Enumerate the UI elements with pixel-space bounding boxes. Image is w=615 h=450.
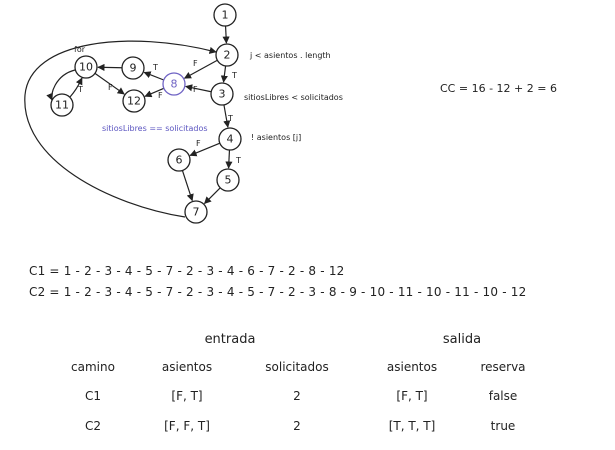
node-9 — [121, 56, 145, 80]
node-2 — [215, 43, 239, 67]
node-7 — [184, 200, 208, 224]
node-label-12: 12 — [127, 95, 141, 108]
header-camino: camino — [71, 360, 115, 374]
path-c2: C2 = 1 - 2 - 3 - 4 - 5 - 7 - 2 - 3 - 4 -… — [29, 285, 527, 299]
edge-10-12 — [94, 72, 125, 95]
node-label-2: 2 — [224, 49, 231, 62]
node-3 — [210, 82, 234, 106]
annotation-node8: sitiosLibres == solicitados — [102, 124, 208, 133]
annotation-node2: j < asientos . length — [249, 51, 331, 60]
row-c1-reserva: false — [488, 389, 518, 403]
edge-11-10 — [69, 77, 83, 98]
node-8 — [162, 72, 186, 96]
node-10 — [74, 55, 98, 79]
node-label-11: 11 — [55, 99, 69, 112]
row-c1-asientos-in: [F, T] — [171, 389, 203, 403]
header-solicitados: solicitados — [265, 360, 329, 374]
edge-2-8 — [183, 59, 218, 79]
path-c1: C1 = 1 - 2 - 3 - 4 - 5 - 7 - 2 - 3 - 4 -… — [29, 264, 345, 278]
edge-label-4-5: T — [235, 156, 241, 165]
edge-label-3-4: T — [227, 114, 233, 123]
node-4 — [218, 127, 242, 151]
row-c2-camino: C2 — [84, 419, 102, 433]
node-label-3: 3 — [219, 88, 226, 101]
row-c1-asientos-out: [F, T] — [396, 389, 428, 403]
header-reserva: reserva — [480, 360, 526, 374]
node-label-8: 8 — [171, 78, 178, 91]
edge-9-10 — [97, 63, 123, 71]
edge-label-2-3: T — [231, 71, 237, 80]
edge-7-2 — [24, 40, 217, 218]
row-c1-solicitados: 2 — [293, 389, 301, 403]
node-label-6: 6 — [176, 154, 183, 167]
edge-label-3-8: F — [193, 85, 198, 94]
node-label-7: 7 — [193, 206, 200, 219]
group-entrada: entrada — [204, 332, 256, 347]
cyclomatic-complexity: CC = 16 - 12 + 2 = 6 — [440, 82, 557, 95]
node-6 — [167, 148, 191, 172]
header-asientos-in: asientos — [161, 360, 213, 374]
row-c2-asientos-in: [F, F, T] — [164, 419, 210, 433]
edge-8-12 — [144, 87, 165, 98]
group-salida: salida — [442, 332, 482, 347]
edge-2-3 — [220, 65, 228, 83]
node-12 — [122, 89, 146, 113]
edge-1-2 — [222, 25, 230, 44]
edge-8-9 — [143, 71, 164, 81]
edge-5-7 — [203, 187, 221, 205]
annotation-node4: ! asientos [j] — [251, 133, 301, 142]
row-c1-camino: C1 — [84, 389, 102, 403]
annotation-for: for — [74, 45, 86, 54]
annotation-node3: sitiosLibres < solicitados — [244, 93, 343, 102]
header-asientos-out: asientos — [386, 360, 438, 374]
edge-4-5 — [225, 149, 233, 169]
row-c2-solicitados: 2 — [293, 419, 301, 433]
edge-10-11 — [46, 69, 76, 101]
node-label-5: 5 — [225, 174, 232, 187]
node-1 — [213, 3, 237, 27]
edge-label-10-11: T — [77, 85, 83, 94]
node-11 — [50, 93, 74, 117]
edge-label-8-9: T — [152, 63, 158, 72]
node-5 — [216, 168, 240, 192]
edge-4-6 — [189, 142, 221, 157]
node-label-4: 4 — [227, 133, 234, 146]
edge-label-8-12: F — [158, 91, 163, 100]
node-label-1: 1 — [222, 9, 229, 22]
edge-label-4-6: F — [196, 139, 201, 148]
edge-3-8 — [185, 84, 212, 93]
node-label-10: 10 — [79, 61, 93, 74]
edge-label-2-8: F — [193, 59, 198, 68]
edge-3-4 — [223, 104, 231, 128]
edge-6-7 — [181, 170, 194, 202]
row-c2-asientos-out: [T, T, T] — [388, 419, 436, 433]
edge-label-10-12: F — [108, 83, 113, 92]
node-label-9: 9 — [130, 62, 137, 75]
row-c2-reserva: true — [490, 419, 516, 433]
